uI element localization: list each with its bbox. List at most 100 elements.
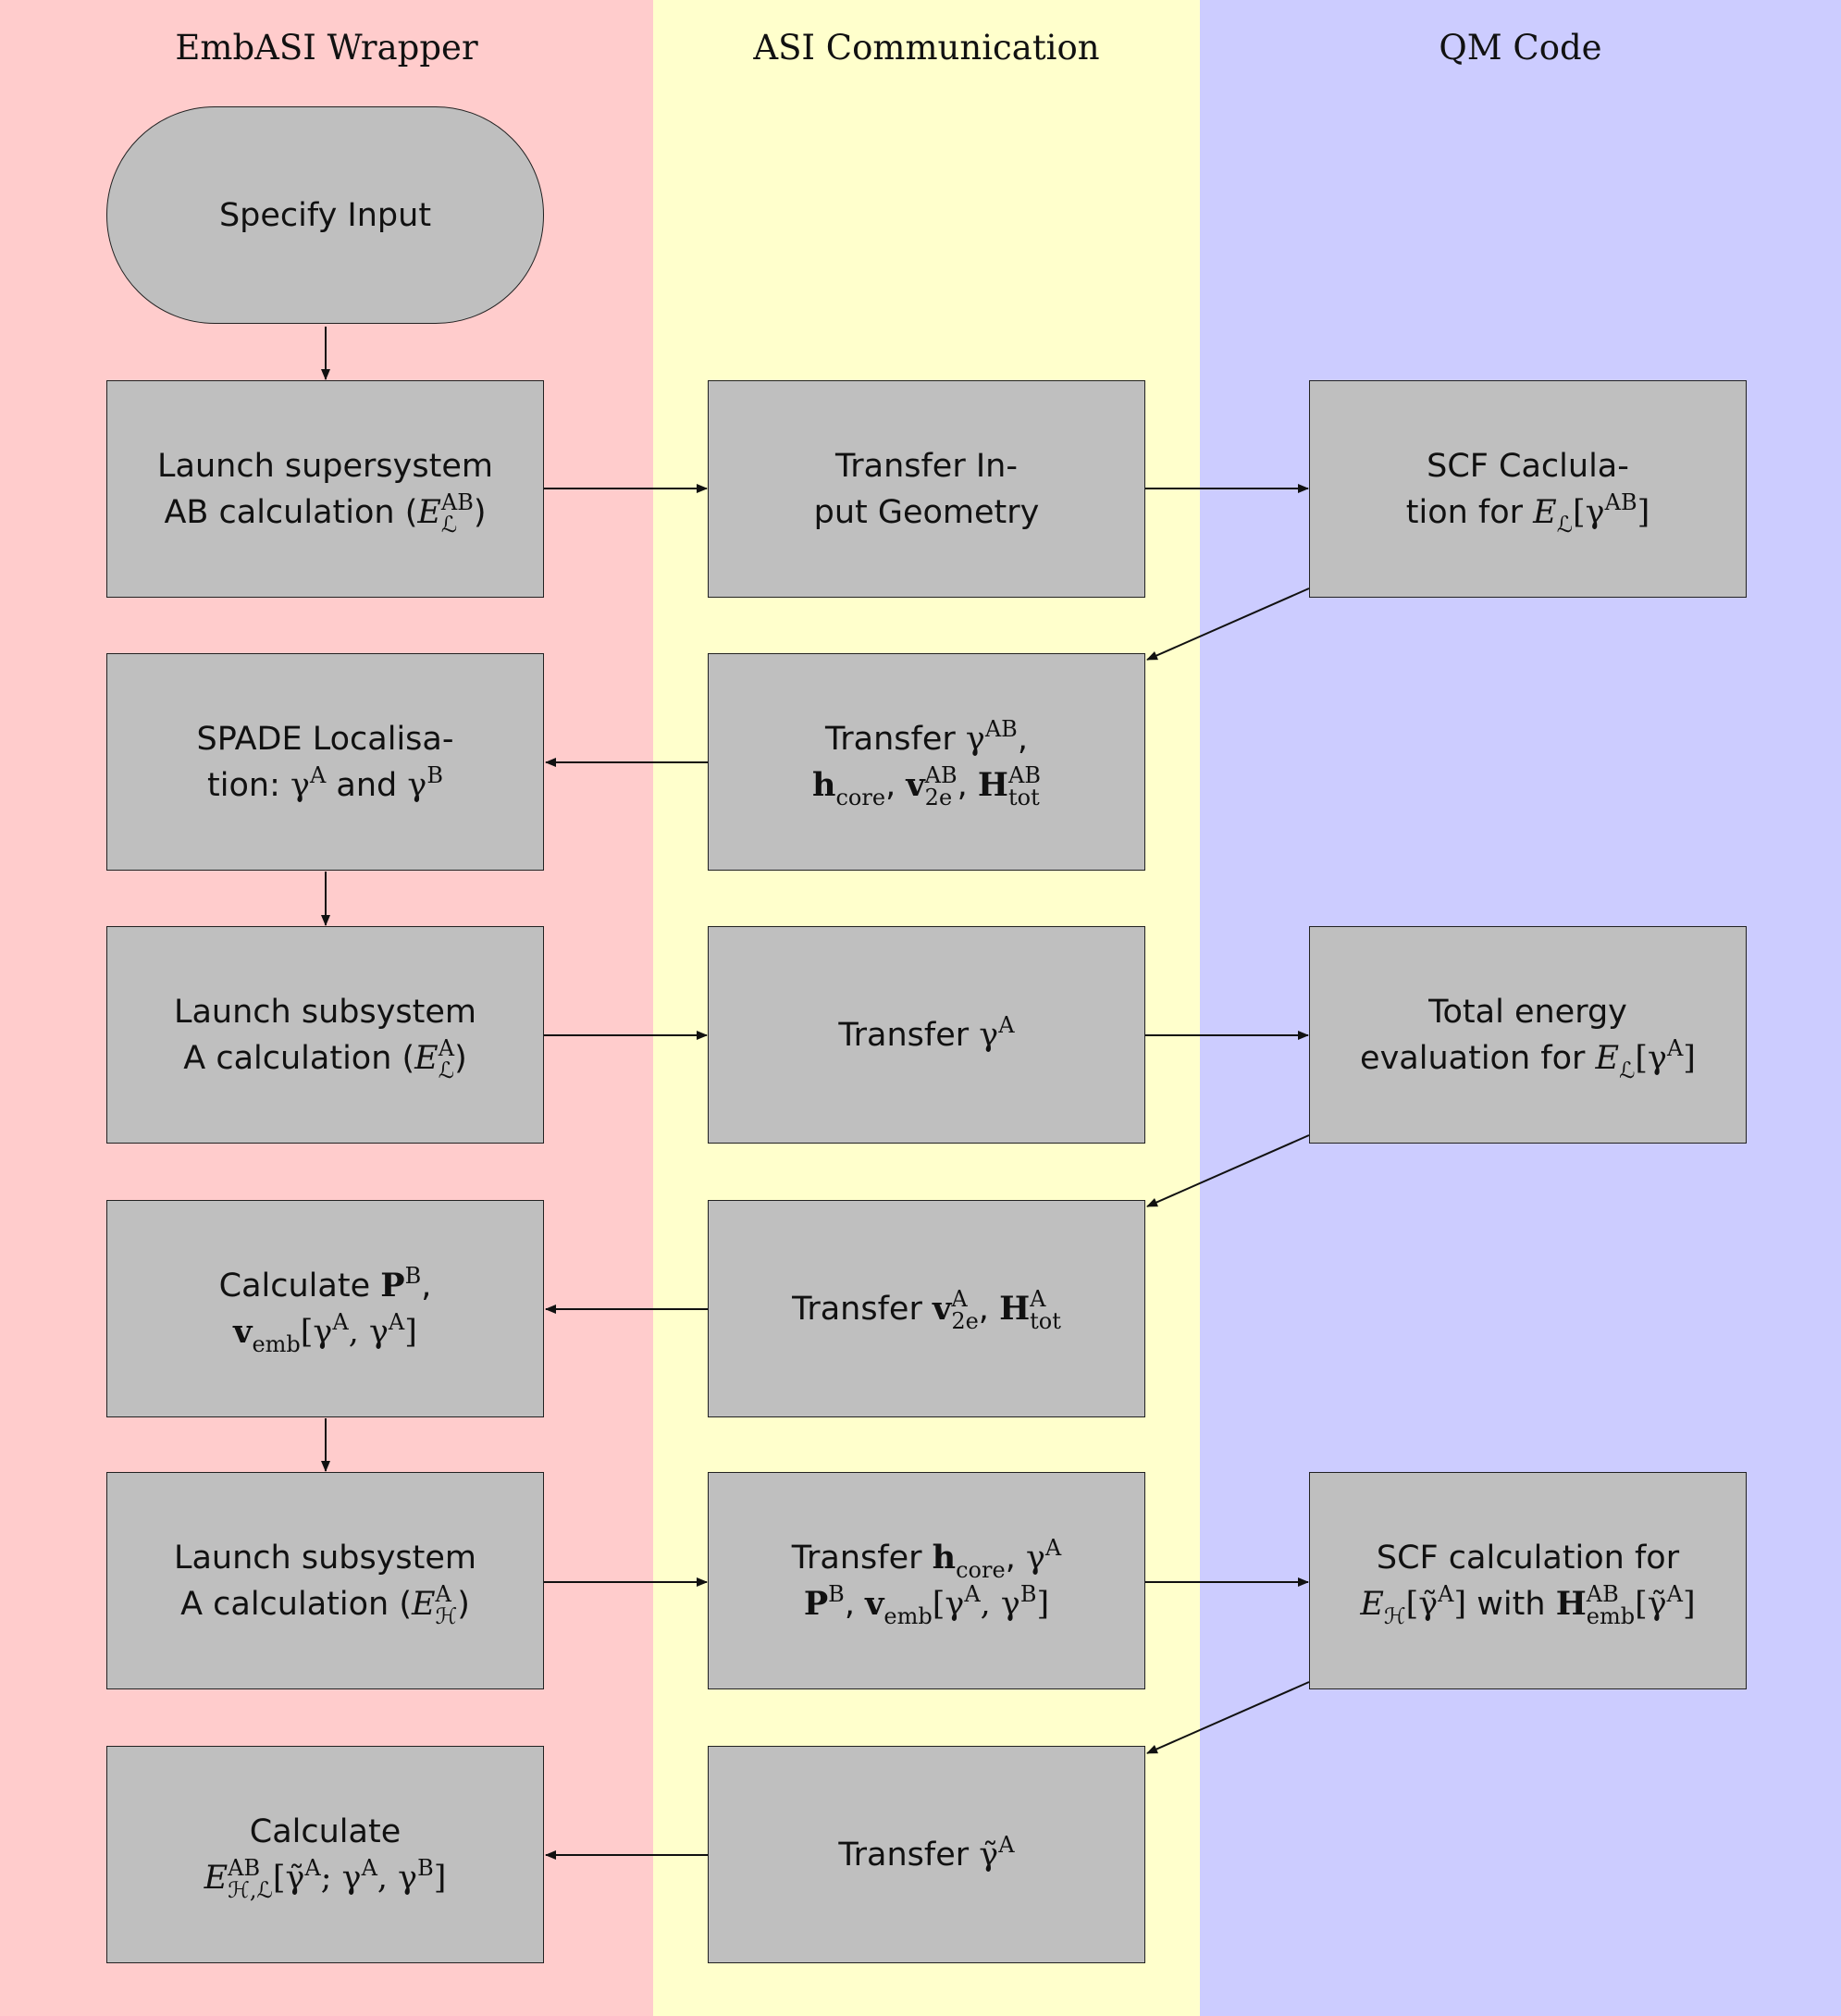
superscript: B [426, 761, 443, 788]
label-text: evaluation for [1360, 1039, 1596, 1077]
math-term: v emb [233, 1313, 301, 1355]
label-text: ) [457, 1585, 470, 1623]
math-term: E ℒ [1533, 493, 1573, 536]
math-symbol: E [414, 1039, 439, 1077]
math-symbol: γ [407, 766, 427, 804]
arrow [1146, 1681, 1310, 1754]
subscript: core [835, 784, 886, 810]
superscript: AB [1007, 761, 1041, 788]
label-text: ) [473, 493, 487, 531]
math-term: h core [932, 1538, 1006, 1581]
label-text: Transfer [791, 1539, 933, 1577]
math-term: ] [1454, 1586, 1467, 1623]
superscript: A [998, 1011, 1015, 1038]
superscript: AB [440, 489, 474, 515]
label-text: tion for [1405, 493, 1534, 531]
superscript: A [1030, 1285, 1046, 1312]
math-term: ] [1683, 1586, 1696, 1623]
math-symbol: v [865, 1584, 884, 1623]
superscript: A [1666, 1034, 1684, 1061]
label-text: Calculate [249, 1812, 402, 1850]
superscript: AB [984, 715, 1018, 742]
superscript: A [998, 1831, 1015, 1858]
superscript: A [304, 1854, 321, 1881]
math-symbol: ] [433, 1859, 447, 1897]
subscript: ℒ [1556, 511, 1574, 538]
superscript: A [361, 1854, 377, 1881]
subscript: 2e [924, 784, 953, 810]
node-label-line: SCF calculation for [1377, 1535, 1679, 1581]
arrow [1146, 587, 1310, 661]
math-term: E ℒ [1595, 1039, 1636, 1082]
subscript: core [956, 1556, 1006, 1583]
math-symbol: h [932, 1538, 957, 1577]
math-symbol: γ [979, 1016, 999, 1054]
label-text: Launch supersystem [157, 447, 493, 485]
label-text: SCF Caclula- [1427, 447, 1629, 485]
math-symbol: ] [1453, 1585, 1467, 1623]
math-symbol: ] [1637, 493, 1650, 531]
label-text: Transfer [792, 1290, 933, 1328]
label-text: with [1466, 1585, 1556, 1623]
subscript: ℒ [440, 511, 458, 538]
label-text: Transfer In- [835, 447, 1018, 485]
math-symbol: [γ [300, 1313, 333, 1351]
math-symbol: ] [1683, 1585, 1696, 1623]
node-label-line: Launch subsystem [174, 1535, 476, 1581]
math-symbol: γ [965, 720, 985, 758]
math-term: E ℋ [1360, 1586, 1405, 1627]
math-symbol: v [906, 765, 925, 804]
math-symbol: E [1595, 1039, 1620, 1077]
math-symbol: [γ̃ [1635, 1585, 1667, 1623]
label-text: Specify Input [218, 196, 432, 234]
math-symbol: ] [1036, 1585, 1050, 1623]
label-text: , [1005, 1539, 1026, 1577]
subscript: ℋ [1383, 1602, 1406, 1629]
label-text: Transfer [838, 1016, 980, 1054]
lane-title: QM Code [1439, 28, 1602, 68]
subscript: 2e [951, 1307, 979, 1334]
math-symbol: [γ [1635, 1039, 1667, 1077]
math-symbol: E [1533, 493, 1557, 531]
math-symbol: [γ̃ [1405, 1585, 1439, 1623]
subscript: emb [252, 1330, 301, 1357]
transfer-gamma-tilde-node: Transfer γ̃A [708, 1746, 1145, 1963]
lane-title: ASI Communication [753, 28, 1100, 68]
math-symbol: E [417, 493, 441, 531]
label-text: , [421, 1267, 432, 1305]
label-text: put Geometry [813, 493, 1040, 531]
label-text: Calculate [218, 1267, 381, 1305]
label-text: tion: [207, 766, 291, 804]
math-term: [γ̃A [273, 1854, 321, 1897]
superscript: A [1044, 1534, 1062, 1561]
